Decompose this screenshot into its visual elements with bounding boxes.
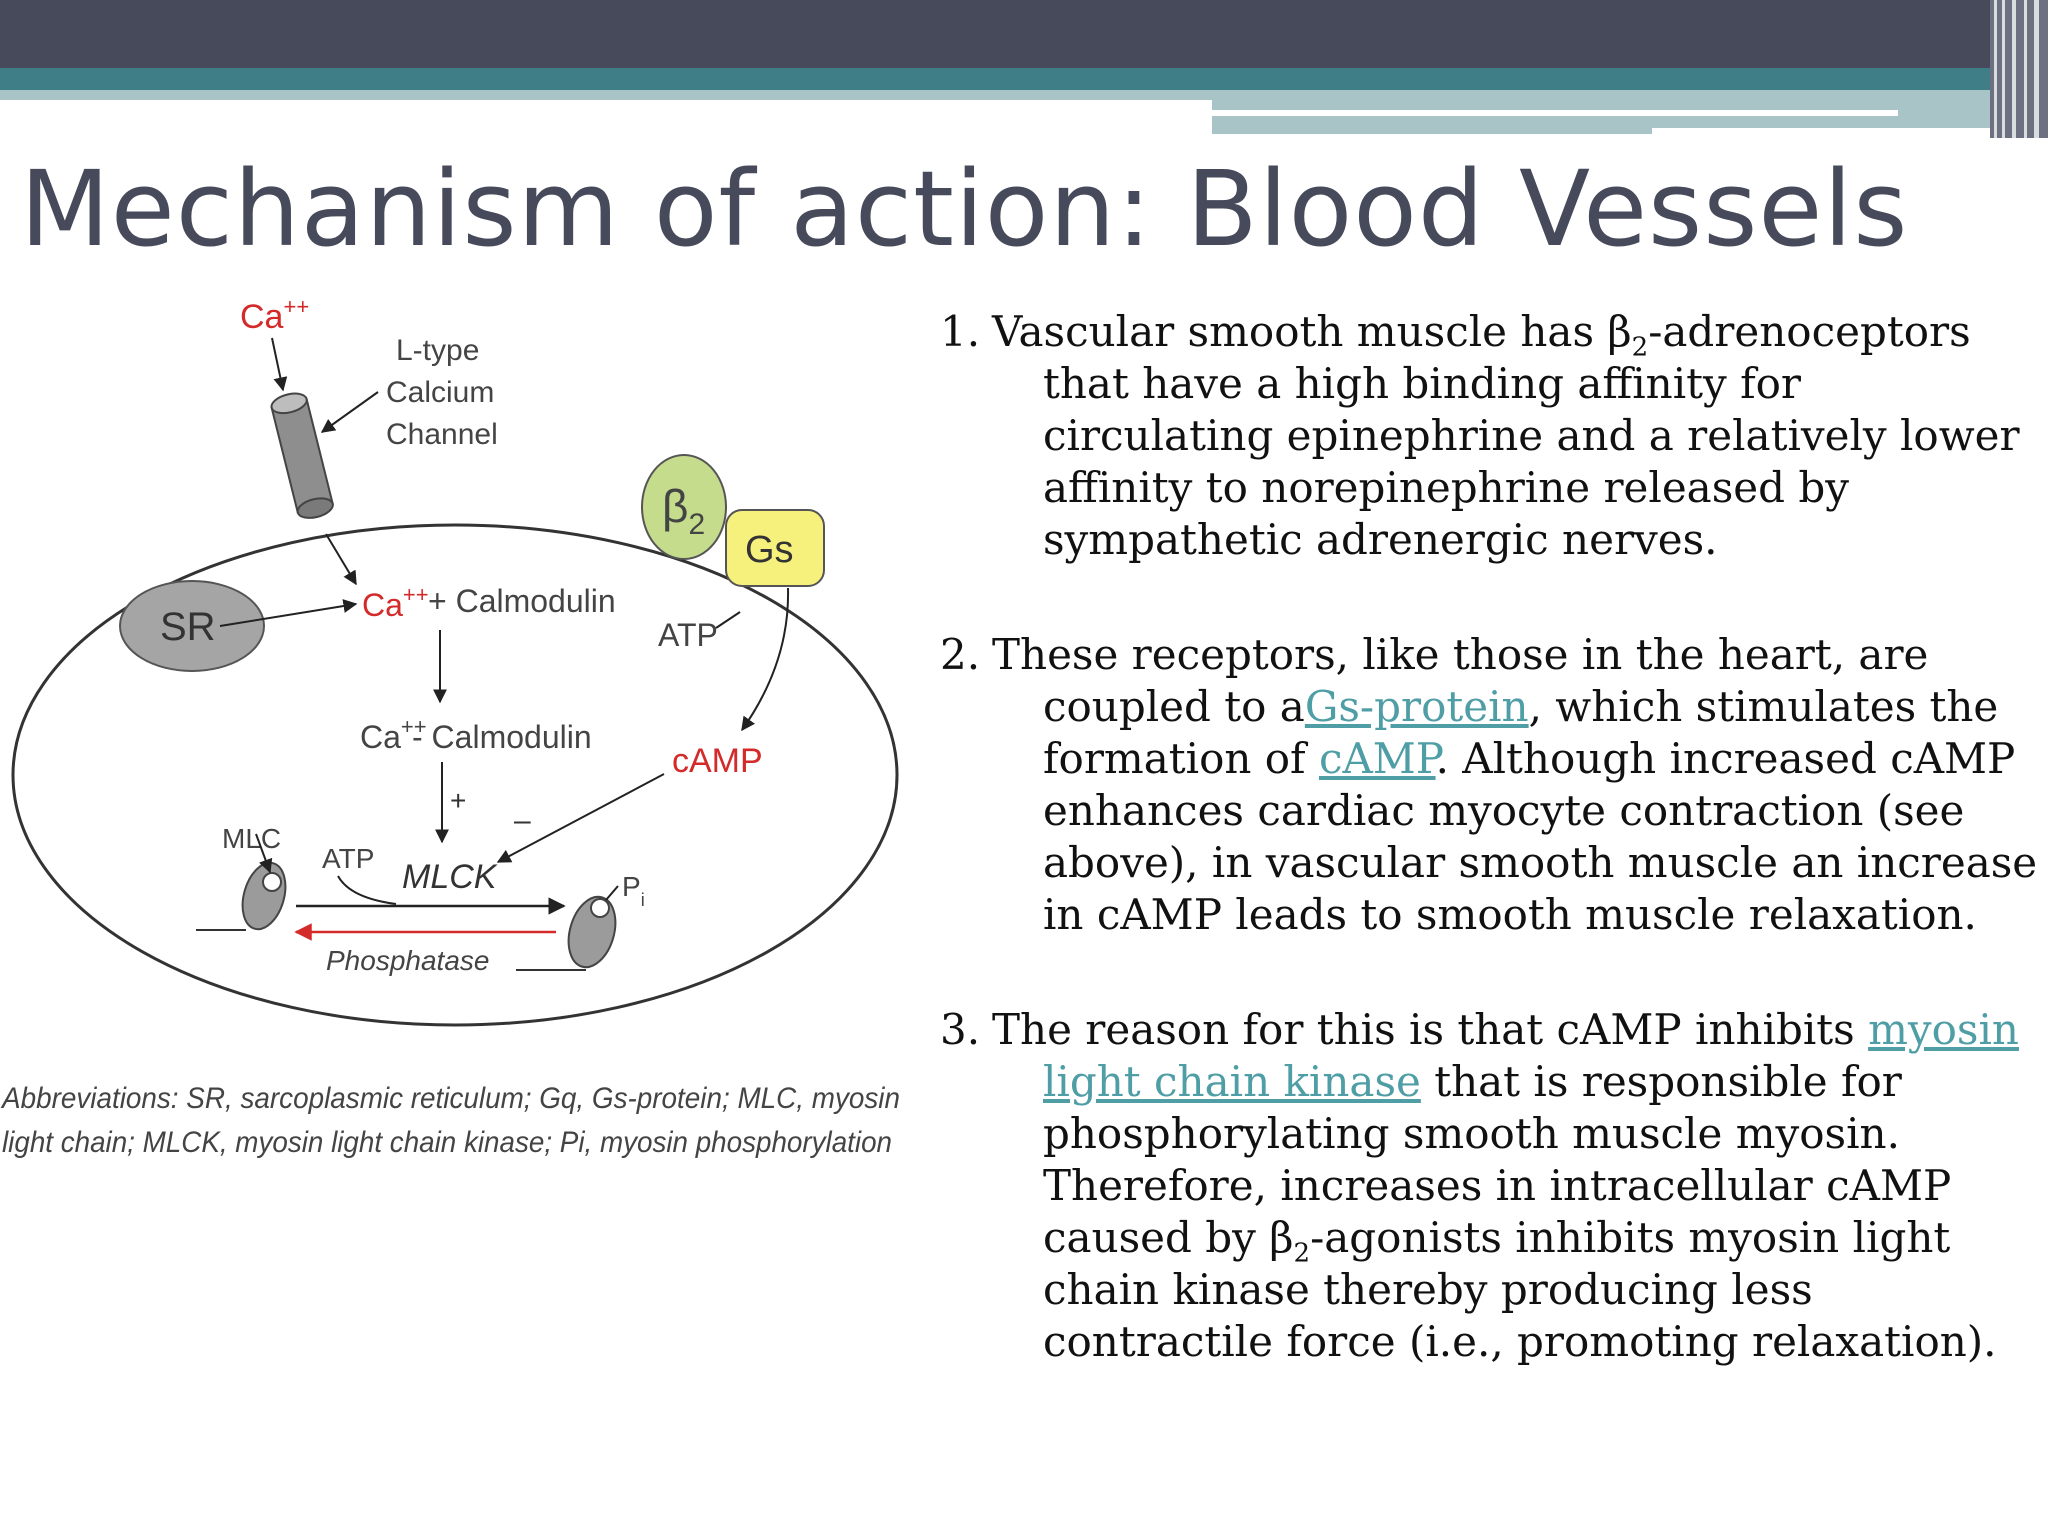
header-band-dark (0, 0, 2048, 68)
point-3-subscript: 2 (1293, 1238, 1311, 1269)
abbreviations-line-2: light chain; MLCK, myosin light chain ki… (2, 1126, 892, 1159)
header-band-teal (0, 68, 2048, 90)
point-3: 3.The reason for this is that cAMP inhib… (940, 1004, 2040, 1368)
myosin-left (196, 861, 287, 931)
atp-left-label: ATP (322, 843, 374, 874)
point-2-text-c: . Although increased cAMP enhances cardi… (1043, 734, 2038, 939)
arrow-ltype-pointer (320, 391, 379, 433)
myosin-right (516, 895, 617, 971)
header-line-white (1212, 110, 1898, 116)
header-stripes (1990, 0, 2048, 138)
camp-link[interactable]: cAMP (1318, 734, 1436, 783)
sr-label: SR (160, 605, 216, 649)
minus-sign: – (514, 804, 531, 837)
arrow-mlc-left (255, 833, 273, 874)
beta2-label: β2 (662, 480, 705, 541)
point-1-subscript: 2 (1631, 332, 1649, 363)
mlck-label: MLCK (402, 858, 498, 896)
point-1-text-a: Vascular smooth muscle has β (992, 307, 1632, 356)
mechanism-diagram: Ca++ L-type Calcium Channel β2 Gs SR Ca+… (0, 294, 900, 1159)
point-3-text-c: -agonists inhibits myosin light chain ki… (1043, 1213, 1997, 1366)
arrow-camp-mlck (496, 773, 665, 863)
point-3-text-b: that is responsible for phosphorylating … (1043, 1057, 1952, 1262)
gs-protein-link[interactable]: Gs-protein (1304, 682, 1529, 731)
gs-protein (725, 509, 825, 587)
p-link (605, 885, 619, 901)
ltype-label-3: Channel (386, 418, 498, 451)
point-2-number: 2. (940, 630, 981, 679)
calmodulin-label: + Calmodulin (428, 583, 616, 619)
atp-curve (337, 875, 397, 905)
point-1-number: 1. (940, 307, 981, 356)
point-1-text-b: -adrenoceptors that have a high binding … (1043, 307, 2020, 564)
beta2-receptor (641, 454, 727, 560)
ltype-label-1: L-type (396, 334, 479, 367)
ltype-label-2: Calcium (386, 376, 494, 409)
ca-mid-label: Ca++ (362, 582, 429, 623)
plus-sign: + (450, 785, 466, 816)
ca-top-label: Ca++ (240, 294, 309, 336)
point-1: 1.Vascular smooth muscle has β2-adrenoce… (940, 306, 2040, 566)
mlc-label: MLC (222, 823, 281, 854)
gs-label: Gs (745, 529, 794, 571)
arrow-gs-camp (741, 587, 790, 732)
arrow-ca-in (271, 337, 288, 392)
camp-label: cAMP (672, 742, 763, 780)
atp-right-label: ATP (658, 617, 718, 653)
point-3-number: 3. (940, 1005, 981, 1054)
point-3-text-a: The reason for this is that cAMP inhibit… (992, 1005, 1869, 1054)
p-label: Pi (622, 871, 645, 910)
atp-gs-link (715, 611, 741, 629)
point-2-text-a: These receptors, like those in the heart… (992, 630, 1929, 731)
header-band-light-left (0, 90, 1212, 100)
calcium-channel-shape (270, 392, 334, 519)
slide-title: Mechanism of action: Blood Vessels (20, 148, 1909, 270)
point-2: 2.These receptors, like those in the hea… (940, 629, 2040, 941)
arrow-sr-ca (219, 599, 358, 627)
abbreviations-line-1: Abbreviations: SR, sarcoplasmic reticulu… (0, 1082, 900, 1115)
ca-complex-label: Ca++ (360, 714, 427, 755)
header-line-white-short (1652, 128, 1992, 134)
phosphatase-label: Phosphatase (326, 945, 489, 976)
calmodulin-complex-label: - Calmodulin (412, 719, 592, 755)
arrow-channel-ca (325, 533, 357, 586)
point-2-text-b: , which stimulates the formation of (1043, 682, 1999, 783)
explanation-list: 1.Vascular smooth muscle has β2-adrenoce… (940, 306, 2040, 1431)
myosin-light-chain-kinase-link[interactable]: myosin light chain kinase (1043, 1005, 2019, 1106)
sr-organelle (119, 580, 265, 672)
